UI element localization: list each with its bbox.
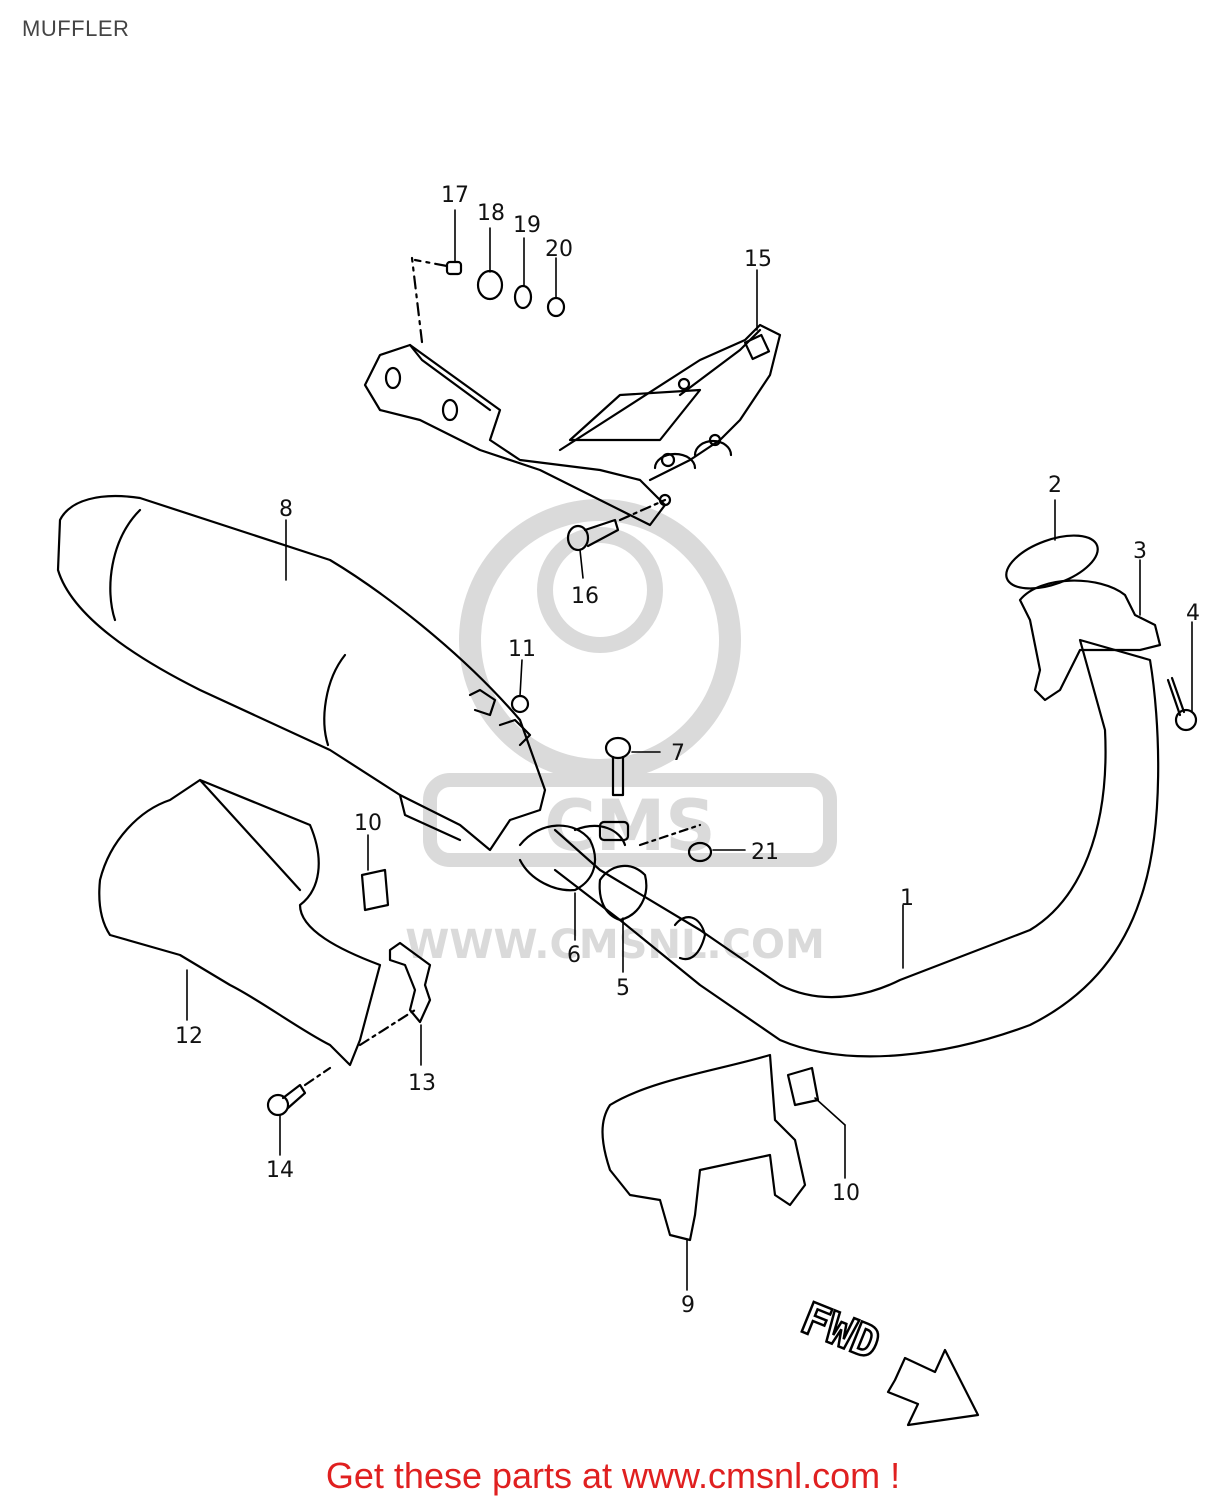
fwd-arrow [886,1348,980,1427]
watermark-url: WWW.CMSNL.COM [405,922,825,968]
part-7-bolt [604,736,632,797]
callout-2: 2 [1048,473,1062,498]
callout-10a: 10 [354,811,382,836]
callout-20: 20 [545,237,573,262]
callout-7: 7 [671,741,685,766]
part-11-bolt [510,694,530,714]
watermark: CMS WWW.CMSNL.COM [405,499,837,968]
callout-12: 12 [175,1024,203,1049]
part-13-bracket [388,941,432,1024]
part-10-damper-a [360,868,390,912]
part-15-bracket [363,323,782,527]
part-6-clamp [518,820,630,892]
callout-3: 3 [1133,539,1147,564]
part-18-nut [476,269,504,301]
leader-lines [186,209,1193,1291]
callout-21: 21 [751,840,779,865]
footer-cta-link[interactable]: Get these parts at www.cmsnl.com ! [325,1455,901,1496]
callout-8: 8 [279,497,293,522]
callout-19: 19 [513,213,541,238]
part-20-nut [546,296,566,318]
callout-10b: 10 [832,1181,860,1206]
part-5-gasket [598,864,707,961]
callout-15: 15 [744,247,772,272]
part-16-bolt [566,498,667,552]
part-9-lower-shield [601,1053,807,1242]
watermark-badge: CMS [544,785,715,867]
callout-17: 17 [441,183,469,208]
part-8-muffler [56,494,547,852]
part-10-damper-b [786,1066,820,1107]
part-21-nut [687,841,713,863]
page-title: MUFFLER [22,16,130,41]
part-12-heat-shield [98,778,382,1067]
callout-4: 4 [1186,601,1200,626]
callout-14: 14 [266,1158,294,1183]
part-17-bolt [410,256,463,344]
callout-13: 13 [408,1071,436,1096]
callout-16: 16 [571,584,599,609]
callouts: 1 2 3 4 5 6 7 8 9 10 10 11 12 13 14 15 1… [175,183,1200,1318]
callout-9: 9 [681,1293,695,1318]
callout-5: 5 [616,976,630,1001]
callout-18: 18 [477,201,505,226]
callout-11: 11 [508,637,536,662]
part-14-bolt [266,1066,332,1117]
fwd-label: FWD [794,1293,887,1370]
part-4-bolt [1166,676,1198,732]
callout-6: 6 [567,943,581,968]
part-19-washer [513,284,533,310]
part-2-gasket [1005,534,1099,590]
part-3-flange [1018,579,1162,702]
part-1-exhaust-pipe [553,638,1160,1058]
callout-1: 1 [900,886,914,911]
